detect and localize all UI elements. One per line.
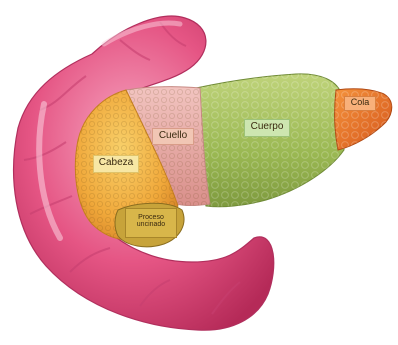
body-label: Cuerpo bbox=[244, 119, 290, 137]
pancreas-body bbox=[195, 74, 344, 207]
head-label: Cabeza bbox=[93, 155, 139, 173]
tail-label: Cola bbox=[344, 96, 376, 111]
neck-label: Cuello bbox=[152, 128, 194, 145]
uncinate-process-label: Proceso uncinado bbox=[125, 208, 177, 238]
